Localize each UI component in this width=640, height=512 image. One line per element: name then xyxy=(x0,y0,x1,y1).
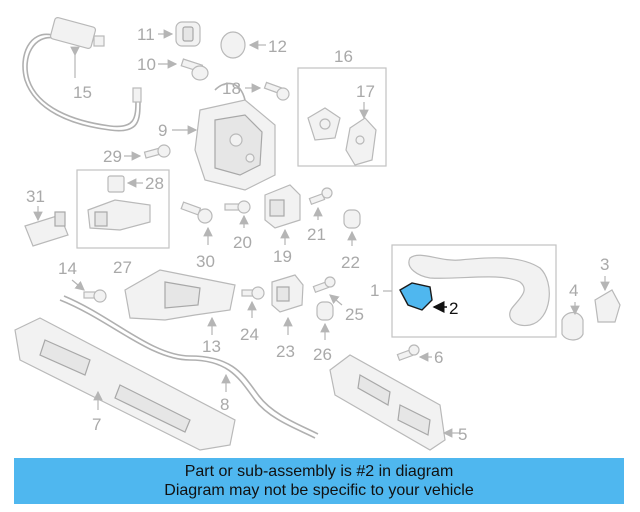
part-18-bolt xyxy=(263,81,290,101)
part-11-plug xyxy=(175,21,201,47)
part-22-cap xyxy=(343,209,361,229)
callout-22: 22 xyxy=(341,253,360,272)
callout-11: 11 xyxy=(137,25,155,44)
box-16 xyxy=(297,67,387,167)
parts-diagram: 15 11 12 10 18 9 16 17 xyxy=(14,17,621,451)
callout-7: 7 xyxy=(92,415,101,434)
callout-28: 28 xyxy=(145,174,164,193)
callout-29: 29 xyxy=(103,147,122,166)
callout-3: 3 xyxy=(600,255,609,274)
part-1-handle xyxy=(408,254,550,327)
part-8-cable xyxy=(59,295,319,439)
box-27 xyxy=(76,169,170,249)
callout-4: 4 xyxy=(569,281,578,300)
callout-6: 6 xyxy=(434,348,443,367)
part-2-highlighted xyxy=(399,282,447,313)
callout-18: 18 xyxy=(222,79,241,98)
callout-13: 13 xyxy=(202,337,221,356)
callout-10: 10 xyxy=(137,55,156,74)
part-29-screw xyxy=(143,144,171,159)
part-3-cap xyxy=(594,289,621,323)
callout-30: 30 xyxy=(196,252,215,271)
part-24-bolt xyxy=(241,286,265,300)
callout-17: 17 xyxy=(356,82,375,101)
part-13-bracket xyxy=(124,269,236,321)
callout-8: 8 xyxy=(220,395,229,414)
part-20-bolt xyxy=(224,200,251,214)
info-banner: Part or sub-assembly is #2 in diagram Di… xyxy=(14,458,624,504)
callout-31: 31 xyxy=(26,187,45,206)
part-28-bracket xyxy=(87,175,151,231)
part-7-panel xyxy=(14,317,236,451)
callout-25: 25 xyxy=(345,305,364,324)
callout-20: 20 xyxy=(233,233,252,252)
part-30-bolt xyxy=(180,201,213,224)
callout-5: 5 xyxy=(458,425,467,444)
part-26-cap xyxy=(316,301,334,321)
callout-24: 24 xyxy=(240,325,259,344)
part-4-bezel xyxy=(561,311,584,341)
callout-14: 14 xyxy=(58,259,77,278)
part-10-bolt xyxy=(180,58,209,81)
part-14-bolt xyxy=(83,289,107,303)
part-31-connector xyxy=(24,211,69,247)
part-23-striker xyxy=(271,274,304,313)
banner-line-2: Diagram may not be specific to your vehi… xyxy=(164,482,474,499)
callout-9: 9 xyxy=(158,121,167,140)
part-6-screw xyxy=(396,344,420,361)
part-12-seal xyxy=(220,31,246,59)
part-21-screw xyxy=(308,187,333,205)
callout-21: 21 xyxy=(307,225,326,244)
callout-15: 15 xyxy=(73,83,92,102)
callout-16: 16 xyxy=(334,47,353,66)
part-9-latch xyxy=(194,82,276,191)
callout-2: 2 xyxy=(449,299,458,318)
part-19-striker xyxy=(264,184,301,229)
part-15-cable xyxy=(22,17,142,132)
callout-23: 23 xyxy=(276,342,295,361)
callout-26: 26 xyxy=(313,345,332,364)
banner-line-1: Part or sub-assembly is #2 in diagram xyxy=(184,463,454,480)
callout-27: 27 xyxy=(113,258,132,277)
part-17-plates xyxy=(307,107,377,166)
callout-12: 12 xyxy=(268,37,287,56)
callout-19: 19 xyxy=(273,247,292,266)
part-5-frame xyxy=(329,354,446,451)
callout-1: 1 xyxy=(370,281,379,300)
part-25-screw xyxy=(312,276,336,293)
